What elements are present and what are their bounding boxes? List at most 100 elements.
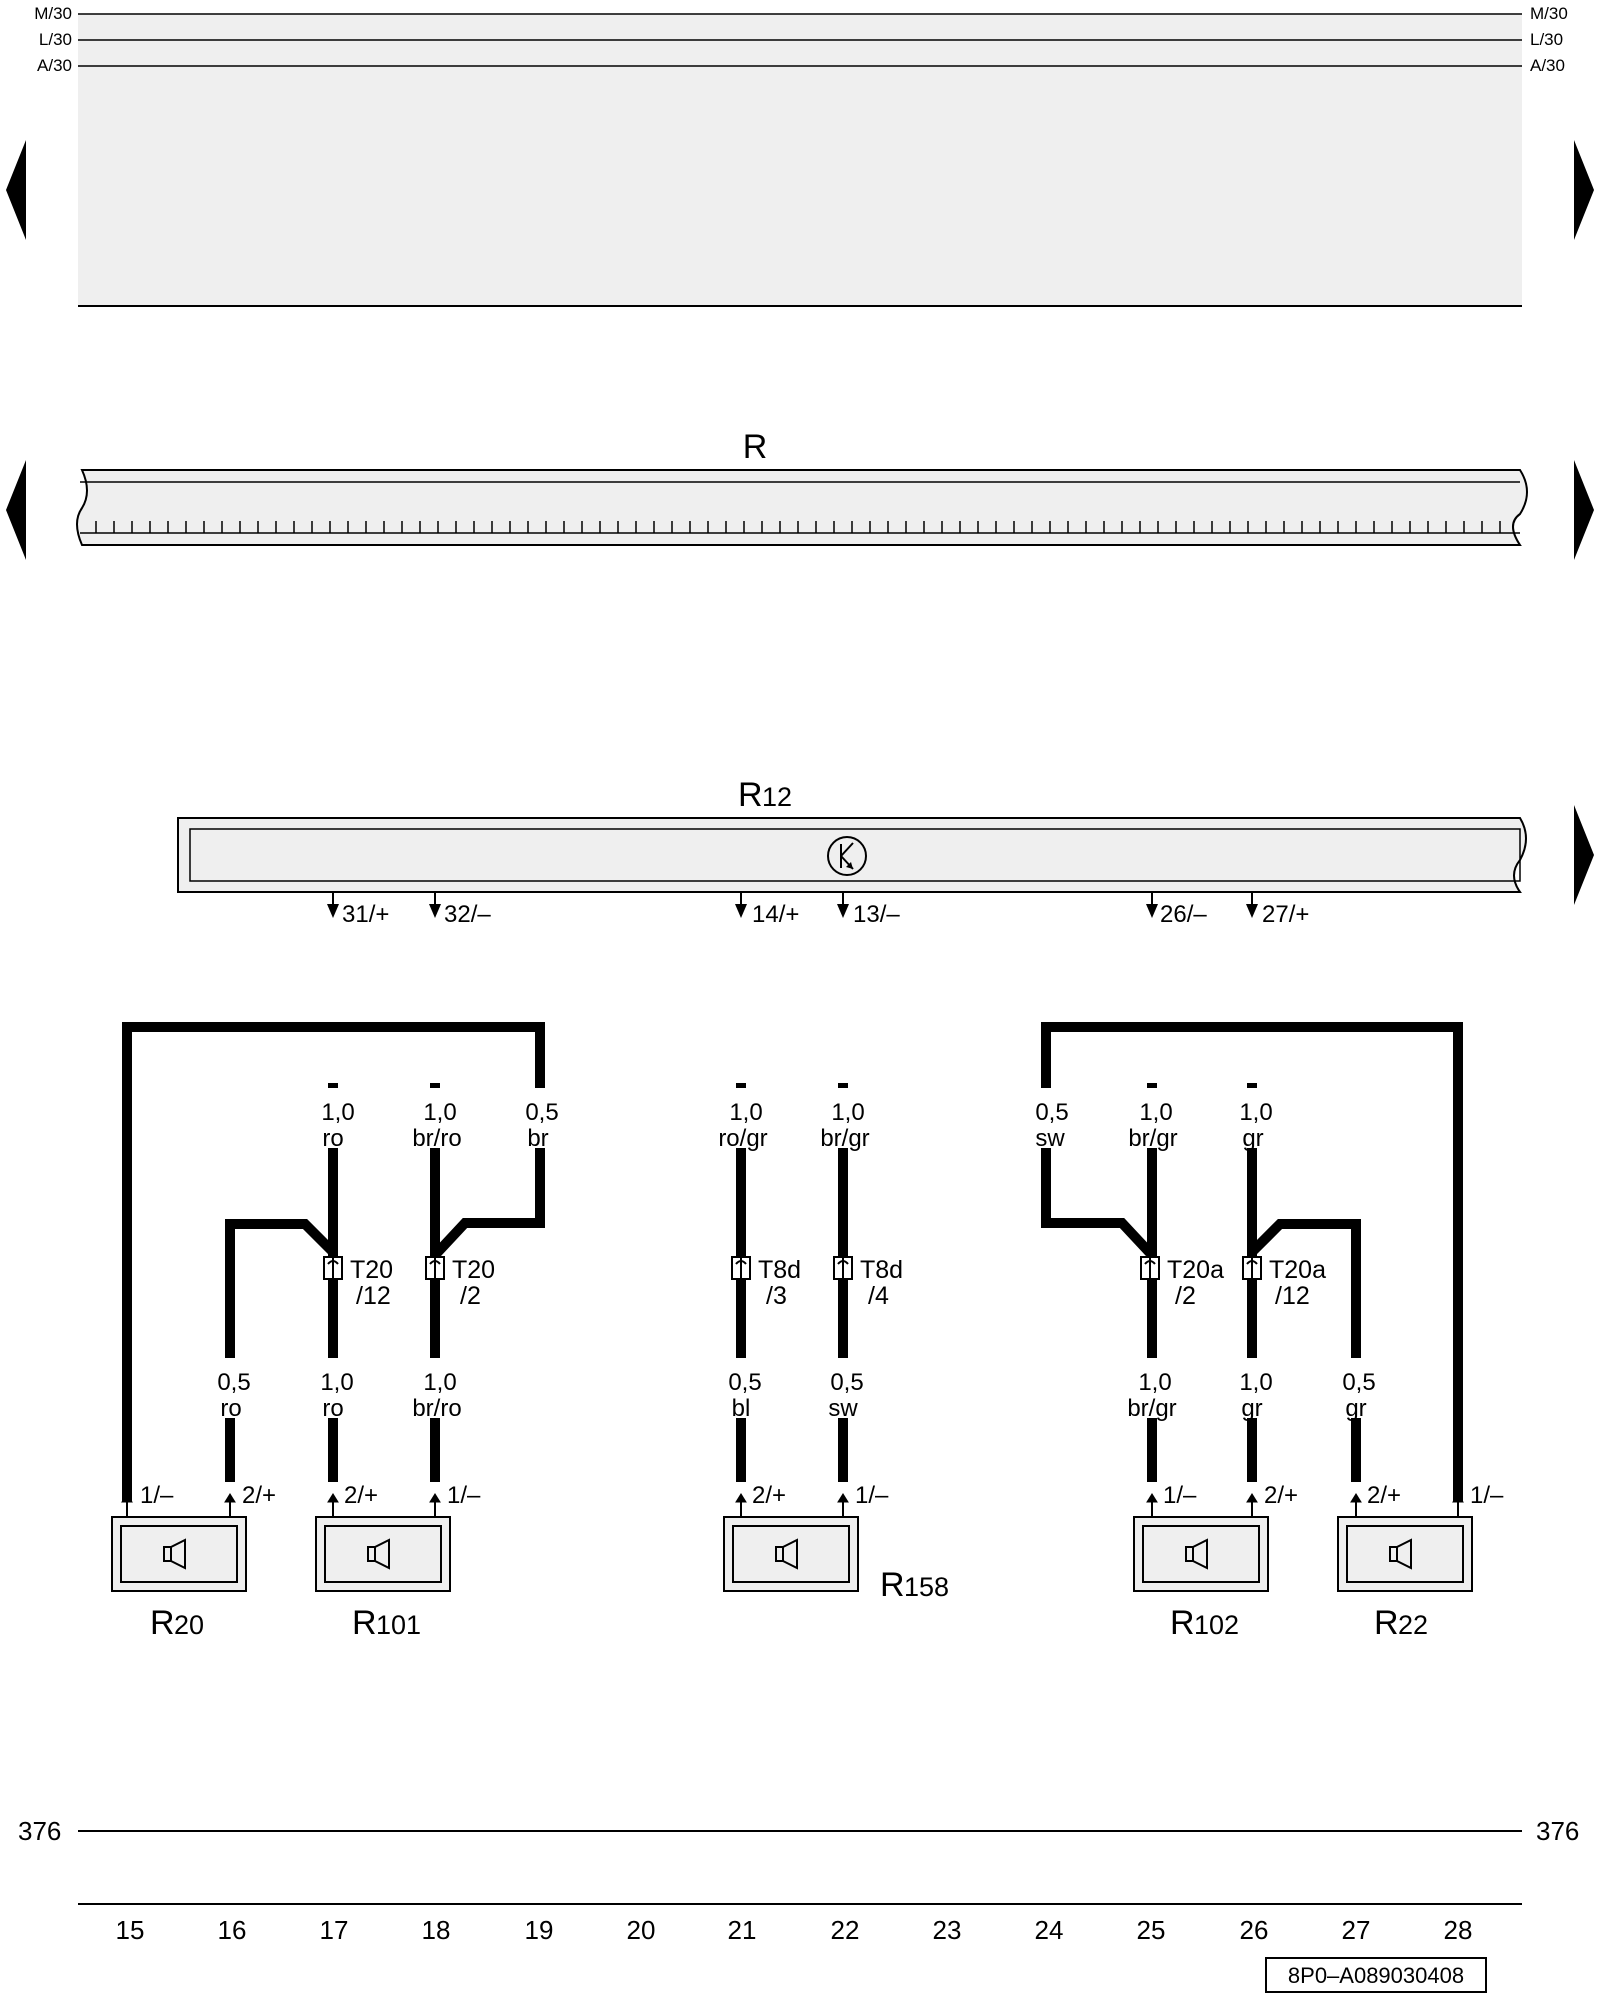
svg-text:R: R [352, 1604, 377, 1642]
connector-icon-t8d-4 [833, 1256, 853, 1280]
wire-upper-size-8: 1,0 [1239, 1099, 1272, 1126]
column-number: 27 [1342, 1915, 1371, 1945]
wire-upper-color-1: ro [322, 1125, 343, 1152]
wire-lower-color-1: ro [220, 1395, 241, 1422]
column-number: 18 [422, 1915, 451, 1945]
amp-pin-label-32: 32/– [444, 901, 491, 928]
wire-upper-color-7: br/gr [1128, 1125, 1177, 1152]
label-gaps-upper [300, 1088, 1277, 1148]
column-number: 22 [831, 1915, 860, 1945]
connector-pin-5: /2 [1175, 1282, 1196, 1310]
next-component-arrow-icon[interactable] [1574, 460, 1594, 560]
speaker-label-r101: R 101 [352, 1604, 421, 1642]
wire-upper-color-5: br/gr [820, 1125, 869, 1152]
amp-pin-label-27: 27/+ [1262, 901, 1309, 928]
speaker-pin-terminals [121, 1493, 1464, 1518]
speaker-pin-label-4: 1/– [447, 1482, 481, 1509]
reference-box [1265, 1957, 1487, 1993]
next-page-arrow-icon[interactable] [1574, 140, 1594, 240]
speaker-pin-label-9: 2/+ [1367, 1482, 1401, 1509]
connector-pin-3: /3 [766, 1282, 787, 1310]
wire-upper-size-4: 1,0 [729, 1099, 762, 1126]
speaker-r158 [723, 1516, 859, 1592]
connector-pin-4: /4 [868, 1282, 889, 1310]
wire-arrows [327, 904, 1258, 918]
speaker-pin-label-5: 2/+ [752, 1482, 786, 1509]
column-number: 21 [728, 1915, 757, 1945]
svg-text:102: 102 [1194, 1610, 1239, 1640]
speaker-icon [1185, 1538, 1208, 1570]
wire-upper-color-2: br/ro [412, 1125, 461, 1152]
wire-upper-size-6: 0,5 [1035, 1099, 1068, 1126]
svg-text:R: R [1374, 1604, 1399, 1642]
connector-pin-6: /12 [1275, 1282, 1310, 1310]
connector-name-2: T20 [452, 1256, 495, 1284]
rail-label-right-a30: A/30 [1530, 56, 1565, 75]
svg-text:R: R [150, 1604, 175, 1642]
wire-lower-color-4: bl [732, 1395, 751, 1422]
wire-lower-size-7: 1,0 [1239, 1369, 1272, 1396]
speaker-label-r102: R 102 [1170, 1604, 1239, 1642]
rail-label-right-l30: L/30 [1530, 30, 1563, 49]
column-number: 20 [627, 1915, 656, 1945]
wire-upper-color-4: ro/gr [718, 1125, 767, 1152]
column-number: 26 [1240, 1915, 1269, 1945]
prev-component-arrow-icon[interactable] [6, 460, 26, 560]
wire-lower-size-8: 0,5 [1342, 1369, 1375, 1396]
connector-name-4: T8d [860, 1256, 903, 1284]
label-gaps-lower [203, 1358, 1382, 1418]
speaker-pin-label-8: 2/+ [1264, 1482, 1298, 1509]
column-number: 24 [1035, 1915, 1064, 1945]
speaker-pin-label-10: 1/– [1470, 1482, 1504, 1509]
speaker-icon [367, 1538, 390, 1570]
wire-lower-color-7: gr [1241, 1395, 1262, 1422]
wire-lower-color-5: sw [828, 1395, 858, 1422]
svg-text:R: R [880, 1566, 905, 1604]
svg-text:158: 158 [904, 1572, 949, 1602]
wire-upper-size-5: 1,0 [831, 1099, 864, 1126]
connector-pin-1: /12 [356, 1282, 391, 1310]
amp-pin-label-13: 13/– [853, 901, 900, 928]
speaker-icon [1389, 1538, 1412, 1570]
column-number: 23 [933, 1915, 962, 1945]
svg-text:R: R [738, 776, 763, 814]
transistor-icon [827, 836, 867, 876]
wire-lower-size-1: 0,5 [217, 1369, 250, 1396]
rail-area-background [78, 14, 1522, 306]
column-numbers: 15 16 17 18 19 20 21 22 23 24 25 26 27 2… [116, 1915, 1473, 1945]
wire-upper-size-3: 0,5 [525, 1099, 558, 1126]
speaker-pin-label-6: 1/– [855, 1482, 889, 1509]
column-number: 16 [218, 1915, 247, 1945]
speaker-r20 [111, 1516, 247, 1592]
reference-number: 8P0–A089030408 [1288, 1963, 1464, 1988]
speaker-icon [163, 1538, 186, 1570]
connector-icon-t8d-3 [731, 1256, 751, 1280]
speaker-r22 [1337, 1516, 1473, 1592]
prev-page-arrow-icon[interactable] [6, 140, 26, 240]
wire-lower-size-5: 0,5 [830, 1369, 863, 1396]
rail-label-left-a30: A/30 [37, 56, 72, 75]
connector-name-6: T20a [1269, 1256, 1326, 1284]
connector-name-3: T8d [758, 1256, 801, 1284]
connector-icon-t20a-2 [1140, 1256, 1160, 1280]
speaker-r101 [315, 1516, 451, 1592]
column-number: 19 [525, 1915, 554, 1945]
amplifier-label: R 12 [738, 776, 792, 814]
connector-pin-2: /2 [460, 1282, 481, 1310]
wire-lower-color-2: ro [322, 1395, 343, 1422]
speaker-label-r158: R 158 [880, 1566, 949, 1604]
wire-lower-size-3: 1,0 [423, 1369, 456, 1396]
speaker-pin-label-3: 2/+ [344, 1482, 378, 1509]
wire-lower-size-4: 0,5 [728, 1369, 761, 1396]
wire-lower-color-6: br/gr [1127, 1395, 1176, 1422]
connector-name-1: T20 [350, 1256, 393, 1284]
amplifier-continue-arrow-icon[interactable] [1574, 805, 1594, 905]
connector-icon-t20a-12 [1242, 1256, 1262, 1280]
radio-component [76, 469, 1528, 546]
wire-lower-size-6: 1,0 [1138, 1369, 1171, 1396]
wire-upper-size-2: 1,0 [423, 1099, 456, 1126]
svg-text:12: 12 [762, 782, 792, 812]
svg-text:22: 22 [1398, 1610, 1428, 1640]
connector-symbols [323, 1256, 1262, 1280]
